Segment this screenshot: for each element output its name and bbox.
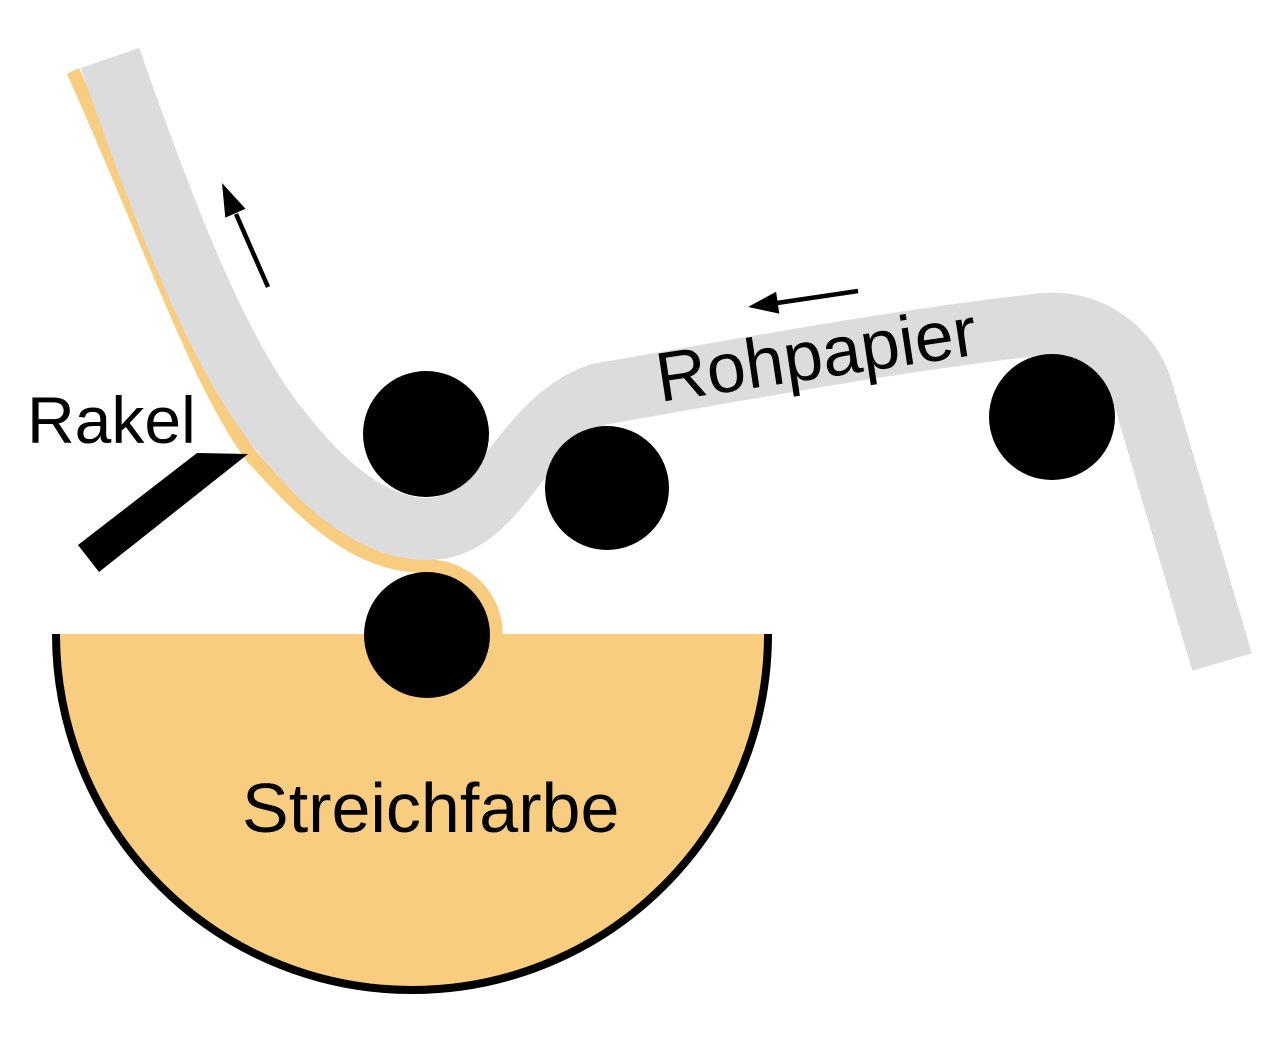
web-turn-roller [989, 354, 1115, 480]
backing-roller [363, 371, 489, 497]
coating-bath [52, 634, 772, 994]
applicator-roller [364, 572, 490, 698]
arrow-head [748, 291, 780, 314]
base-paper-label: Rohpapier [651, 292, 982, 417]
arrow-shaft [776, 288, 859, 306]
arrow-shaft [233, 213, 271, 288]
arrow-head [222, 183, 246, 218]
web-direction-arrow-left-icon [748, 288, 859, 314]
guide-roller [545, 426, 669, 550]
paper-web [80, 47, 1252, 671]
coating-color-label: Streichfarbe [242, 769, 619, 847]
doctor-blade-label: Rakel [27, 383, 196, 457]
web-direction-arrow-up-icon [222, 183, 271, 288]
doctor-blade [78, 453, 248, 572]
